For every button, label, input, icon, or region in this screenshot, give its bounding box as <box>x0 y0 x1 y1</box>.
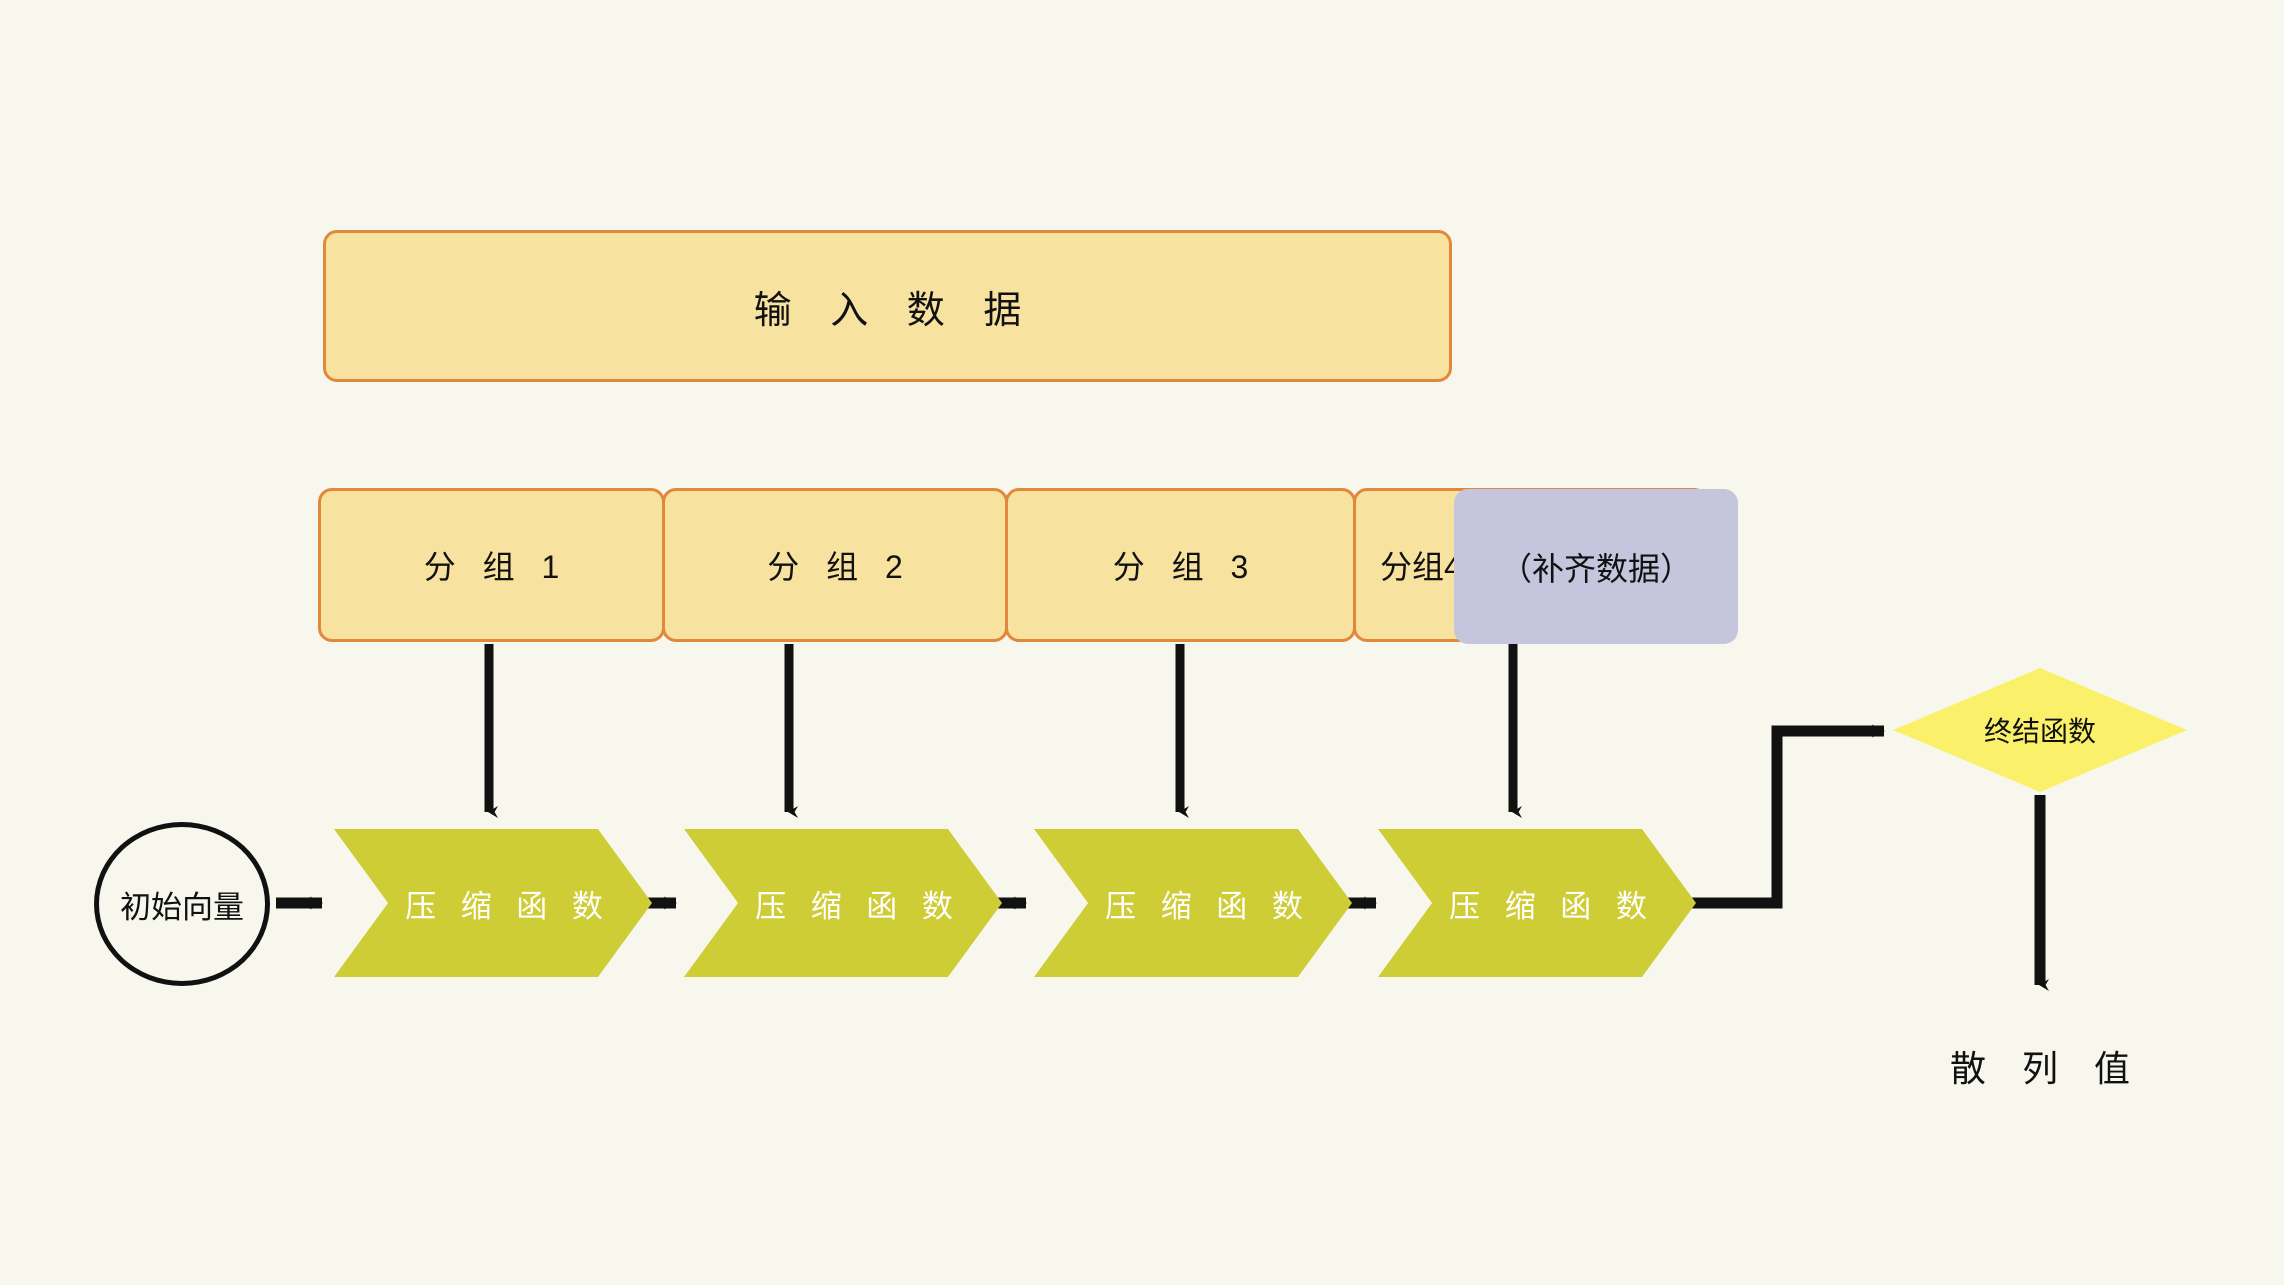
connector-stage4-to-finalization <box>1692 724 1885 909</box>
compression-stage-1: 压 缩 函 数 <box>334 829 652 977</box>
group-block-1: 分 组 1 <box>318 488 665 642</box>
compression-stage-3: 压 缩 函 数 <box>1034 829 1352 977</box>
input-data-block: 输 入 数 据 <box>323 230 1452 382</box>
group-block-3: 分 组 3 <box>1005 488 1356 642</box>
group-block-2: 分 组 2 <box>662 488 1008 642</box>
finalization-node: 终结函数 <box>1893 668 2187 792</box>
initial-vector-node: 初始向量 <box>94 822 270 986</box>
compression-stage-4-label: 压 缩 函 数 <box>1449 888 1655 924</box>
initial-vector-label: 初始向量 <box>120 889 244 925</box>
input-data-label: 输 入 数 据 <box>753 289 1036 332</box>
finalization-label: 终结函数 <box>1983 716 2096 747</box>
hash-value-label: 散 列 值 <box>1949 1048 2143 1089</box>
compression-stage-3-label: 压 缩 函 数 <box>1105 888 1311 924</box>
compression-stage-4: 压 缩 函 数 <box>1378 829 1696 977</box>
compression-stage-2: 压 缩 函 数 <box>684 829 1002 977</box>
group-block-4-label: 分组4 <box>1380 549 1462 585</box>
compression-stage-1-label: 压 缩 函 数 <box>405 888 611 924</box>
group-block-3-label: 分 组 3 <box>1112 549 1258 585</box>
group-block-2-label: 分 组 2 <box>767 549 912 585</box>
group-block-1-label: 分 组 1 <box>423 549 569 585</box>
padding-data-block: （补齐数据） <box>1454 489 1738 644</box>
padding-data-label: （补齐数据） <box>1499 550 1692 587</box>
compression-stage-2-label: 压 缩 函 数 <box>755 888 961 924</box>
